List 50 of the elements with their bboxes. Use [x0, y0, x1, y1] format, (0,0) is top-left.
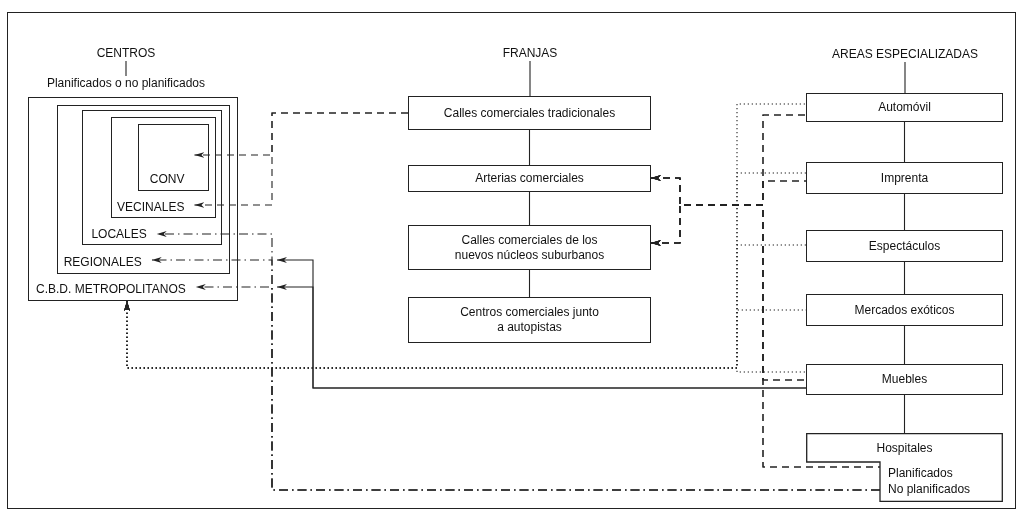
connector-line	[529, 60, 531, 97]
box-label: C.B.D. METROPOLITANOS	[36, 282, 186, 296]
connector-line	[903, 261, 906, 295]
center-box	[137, 123, 209, 191]
box-label: Hospitales	[875, 441, 934, 455]
box-label: Espectáculos	[868, 238, 941, 254]
process-box	[806, 162, 1003, 194]
connector-line	[903, 325, 906, 365]
process-box	[408, 165, 651, 192]
center-box	[111, 117, 217, 219]
arrow	[193, 112, 409, 208]
box-label: Imprenta	[880, 170, 929, 186]
box-label: REGIONALES	[63, 254, 142, 269]
center-box	[56, 104, 230, 274]
process-box	[806, 93, 1003, 122]
connector-line	[125, 60, 127, 77]
connector-line	[904, 61, 906, 94]
box-label: Calles comerciales de los nuevos núcleos suburbanos	[453, 232, 606, 263]
box-label: Arterias comerciales	[475, 171, 584, 186]
connector-line	[528, 129, 531, 166]
box-label: Calles comerciales tradicionales	[443, 105, 616, 121]
connector-line	[903, 193, 906, 231]
box-label: Mercados exóticos	[854, 302, 955, 318]
box-label: Automóvil	[878, 100, 931, 115]
heading-text: FRANJAS	[490, 46, 570, 61]
connector-line	[903, 394, 906, 434]
arrow	[276, 284, 807, 389]
box-label: Muebles	[881, 372, 928, 387]
box-label: CONV	[149, 171, 185, 186]
heading-text: CENTROS	[76, 46, 176, 61]
process-box	[806, 364, 1003, 395]
box-label: Centros comerciales junto a autopistas	[459, 305, 600, 335]
heading-text: AREAS ESPECIALIZADAS	[830, 47, 980, 62]
process-box	[806, 230, 1003, 262]
process-box	[408, 96, 651, 130]
box-label: LOCALES	[91, 227, 147, 242]
center-box	[82, 110, 223, 246]
heading-text: Planificados o no planificados	[26, 76, 226, 91]
process-box	[408, 297, 651, 343]
box-label: No planificados	[888, 482, 971, 496]
connector-line	[528, 191, 531, 226]
connector-line	[528, 269, 531, 298]
process-box	[806, 294, 1003, 326]
arrow	[195, 284, 881, 491]
process-box	[806, 433, 1003, 502]
center-box	[28, 97, 238, 301]
box-label: VECINALES	[117, 200, 185, 215]
connector-line	[903, 121, 906, 163]
process-box	[408, 225, 651, 270]
box-label: Planificados	[888, 466, 953, 480]
